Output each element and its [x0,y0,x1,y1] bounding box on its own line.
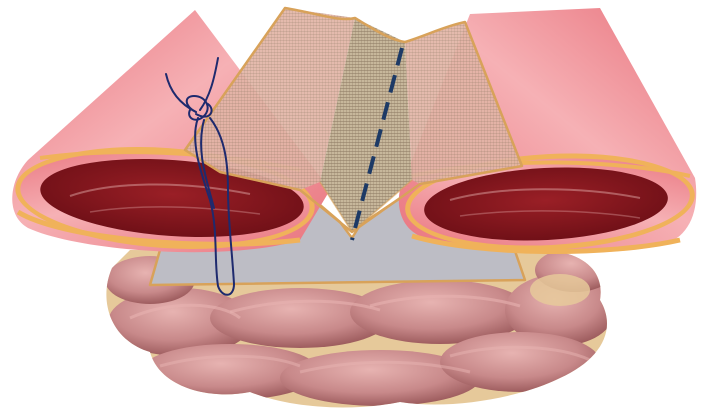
surgical-mesh-illustration [0,0,708,414]
illustration-canvas [0,0,708,414]
